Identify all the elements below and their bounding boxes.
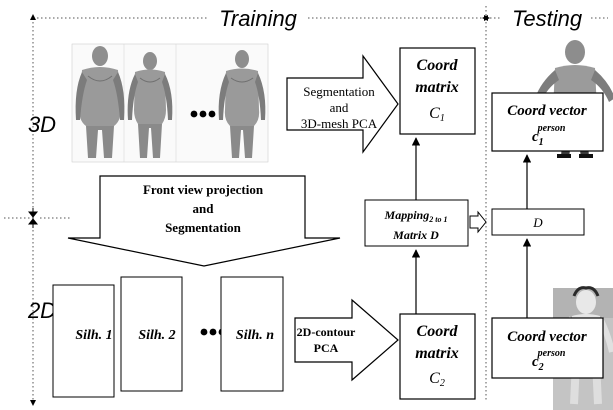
arrow-segmentation-3d-line1: Segmentation	[303, 84, 375, 99]
mesh-ellipsis	[190, 110, 216, 118]
arrow-mapping-to-d	[469, 210, 487, 234]
coord-matrix-c1-line1: Coord	[417, 57, 459, 74]
mapping-line1: Mapping2 to 1	[384, 208, 448, 224]
arrow-contour-line2: PCA	[314, 341, 339, 355]
mapping-line2: Matrix D	[392, 228, 439, 242]
testing-frame-right-arrow	[484, 15, 490, 21]
testing-frame	[485, 6, 608, 402]
arrow-segmentation-3d-pca: Segmentation and 3D-mesh PCA	[286, 54, 399, 154]
silhouette-label-n: Silh. n	[236, 328, 274, 343]
coord-matrix-c1-symbol: C1	[429, 105, 445, 124]
body-mesh-1	[75, 46, 125, 158]
d-label: D	[532, 215, 543, 230]
row-label-3d: 3D	[28, 112, 56, 137]
coord-vector-c2-symbol: c2person	[532, 348, 566, 373]
box-coord-vector-c1: Coord vector c1person	[491, 92, 604, 152]
arrow-contour-line1: 2D-contour	[297, 325, 356, 339]
coord-matrix-c2-symbol: C2	[429, 370, 445, 389]
coord-vector-c2-line1: Coord vector	[507, 329, 587, 345]
arrow-front-view-projection: Front view projection and Segmentation	[67, 175, 341, 267]
silhouette-page-n: Silh. n	[220, 276, 284, 392]
coord-vector-c1-symbol: c1person	[532, 123, 566, 148]
coord-matrix-c1-line2: matrix	[415, 79, 459, 96]
split-marker	[27, 208, 39, 228]
arrow-segmentation-3d-line2: and	[330, 100, 349, 115]
arrow-projection-line2: and	[193, 201, 215, 216]
box-d: D	[491, 208, 585, 236]
arrow-projection-line3: Segmentation	[165, 220, 242, 235]
body-mesh-n	[218, 50, 266, 158]
silhouette-page-2: Silh. 2	[120, 276, 183, 392]
box-coord-vector-c2: Coord vector c2person	[491, 317, 604, 379]
box-coord-matrix-c2: Coord matrix C2	[399, 313, 476, 400]
arrow-segmentation-3d-line3: 3D-mesh PCA	[301, 116, 378, 131]
section-title-testing: Testing	[512, 6, 583, 31]
coord-vector-c1-line1: Coord vector	[507, 103, 587, 119]
section-title-training: Training	[219, 6, 298, 31]
body-mesh-2	[127, 52, 173, 158]
silhouette-pages: Silh. 1 Silh. 2 Silh. n	[52, 276, 284, 398]
silhouette-page-1: Silh. 1	[52, 284, 115, 398]
row-label-2d: 2D	[27, 298, 56, 323]
arrow-2d-contour-pca: 2D-contour PCA	[294, 298, 399, 382]
box-coord-matrix-c1: Coord matrix C1	[399, 47, 476, 135]
arrow-projection-line1: Front view projection	[143, 182, 264, 197]
coord-matrix-c2-line1: Coord	[417, 323, 459, 340]
silhouette-label-1: Silh. 1	[75, 328, 112, 343]
training-frame-arrow-end	[30, 400, 36, 406]
training-frame-arrow-start	[30, 14, 36, 20]
box-mapping-matrix-d: Mapping2 to 1 Matrix D	[364, 199, 469, 247]
coord-matrix-c2-line2: matrix	[415, 345, 459, 362]
silhouette-label-2: Silh. 2	[138, 328, 175, 343]
